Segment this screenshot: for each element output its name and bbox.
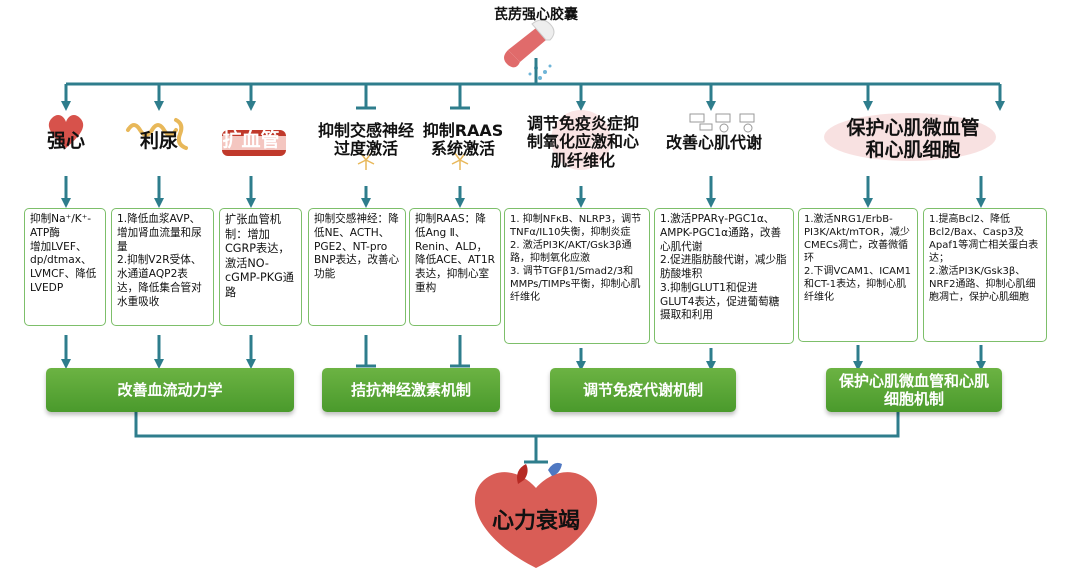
detail-box-cardiomyocyte: 1.提高Bcl2、降低Bcl2/Bax、Casp3及Apaf1等凋亡相关蛋白表达… [923, 208, 1047, 342]
capsule-icon [504, 19, 555, 80]
band-neurohormonal: 拮抗神经激素机制 [322, 368, 500, 412]
mechanism-immune: 调节免疫炎症抑制氧化应激和心肌纤维化 [526, 114, 639, 170]
detail-box-immune: 1. 抑制NFκB、NLRP3，调节TNFα/IL10失衡，抑制炎症 2. 激活… [504, 208, 650, 344]
top-connectors [61, 58, 1005, 111]
detail-box-vasodilation: 扩张血管机制：增加CGRP表达，激活NO-cGMP-PKG通路 [219, 208, 302, 326]
heart-icon [474, 462, 598, 568]
mechanism-vasodilation: 扩血管 [222, 129, 280, 151]
mechanism-sympathetic: 抑制交感神经过度激活 [318, 121, 415, 159]
drug-title: 芪苈强心胶囊 [494, 7, 578, 23]
band-immune-metabolism: 调节免疫代谢机制 [550, 368, 736, 412]
detail-box-sympathetic: 抑制交感神经：降低NE、ACTH、PGE2、NT-pro BNP表达，改善心功能 [308, 208, 406, 326]
kidney-tubule-icon [126, 118, 188, 150]
blood-vessel-icon [222, 130, 286, 156]
detail-box-metabolism: 1.激活PPARγ-PGC1α、AMPK-PGC1α通路，改善心肌代谢 2.促进… [654, 208, 794, 344]
band-microvessel-cardiomyocyte: 保护心肌微血管和心肌细胞机制 [826, 368, 1002, 412]
mechanism-raas: 抑制RAAS系统激活 [422, 121, 504, 159]
mechanism-metabolism: 改善心肌代谢 [665, 133, 762, 152]
mid-connectors [61, 176, 986, 208]
nerve-icon [357, 151, 375, 170]
mechanism-cardiotonic: 强心 [46, 130, 85, 152]
microvessel-icon [824, 113, 996, 161]
heart-small-icon [48, 115, 84, 148]
mechanism-microvessel: 保护心肌微血管和心肌细胞 [846, 117, 980, 161]
detail-box-raas: 抑制RAAS：降低Ang Ⅱ、Renin、ALD，降低ACE、AT1R表达，抑制… [409, 208, 501, 326]
low-connectors [61, 335, 986, 371]
detail-box-cardiotonic: 抑制Na⁺/K⁺-ATP酶 增加LVEF、 dp/dtmax、 LVMCF、降低… [24, 208, 106, 326]
band-hemodynamics: 改善血流动力学 [46, 368, 294, 412]
ras-icon [451, 151, 469, 170]
bottom-bracket [134, 412, 900, 464]
mechanism-diuresis: 利尿 [139, 130, 178, 152]
outcome-label: 心力衰竭 [491, 509, 580, 534]
detail-box-diuresis: 1.降低血浆AVP、增加肾血流量和尿量 2.抑制V2R受体、水通道AQP2表达，… [111, 208, 214, 326]
metabolism-icon [689, 113, 755, 133]
detail-box-microvessel: 1.激活NRG1/ErbB-PI3K/Akt/mTOR，减少CMECs凋亡，改善… [798, 208, 918, 342]
immune-glow-icon [551, 110, 611, 170]
